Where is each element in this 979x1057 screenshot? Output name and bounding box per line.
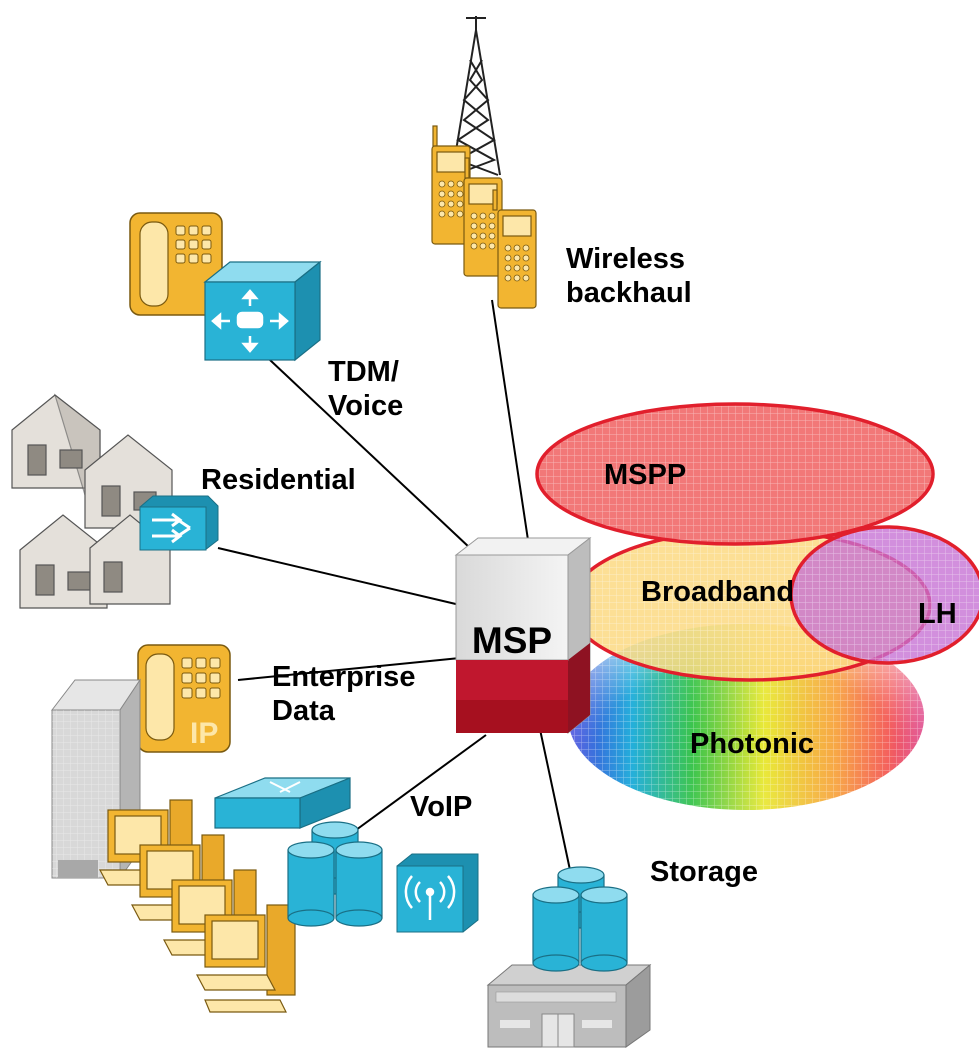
enterprise-data-label-line1: Enterprise [272,661,416,693]
mobile-phone-icon [431,125,537,309]
enterprise-data-label-line2: Data [272,695,335,727]
broadband-label: Broadband [641,576,795,608]
connection-lines [217,299,571,871]
lh-ellipse [789,525,979,665]
wireless-access-point-icon [396,853,479,933]
ip-phone-label: IP [190,717,218,750]
wireless-label-line2: backhaul [566,277,692,309]
link-residential [217,547,461,606]
ip-phone-icon: IP [137,644,231,753]
voip-label: VoIP [410,791,473,823]
desk-phone-icon [129,212,223,316]
storage-label: Storage [650,856,758,888]
link-storage [537,719,571,871]
link-wireless [491,299,529,541]
voice-switch-icon [203,260,322,362]
link-tdm-voice [269,359,471,549]
storage-facility-icon [486,866,652,1048]
link-voip [355,734,487,831]
enterprise-data-label: Enterprise Data [272,660,415,728]
wireless-label: Wireless backhaul [566,242,692,310]
gateway-icon [139,495,219,551]
msp-node [454,536,592,735]
link-enterprise [237,657,461,681]
tdm-voice-label: TDM/ Voice [328,355,403,423]
mspp-label: MSPP [604,459,687,491]
msp-label: MSP [471,620,553,661]
tdm-voice-label-line1: TDM/ [328,356,399,388]
tdm-voice-label-line2: Voice [328,390,404,422]
lh-label: LH [918,598,957,630]
wireless-label-line1: Wireless [566,243,686,275]
photonic-label: Photonic [690,728,815,760]
database-icon [287,821,383,927]
router-icon [214,777,351,829]
residential-label: Residential [201,464,356,496]
computer-workstation-icon [99,799,296,1013]
mspp-ellipse [535,402,935,546]
